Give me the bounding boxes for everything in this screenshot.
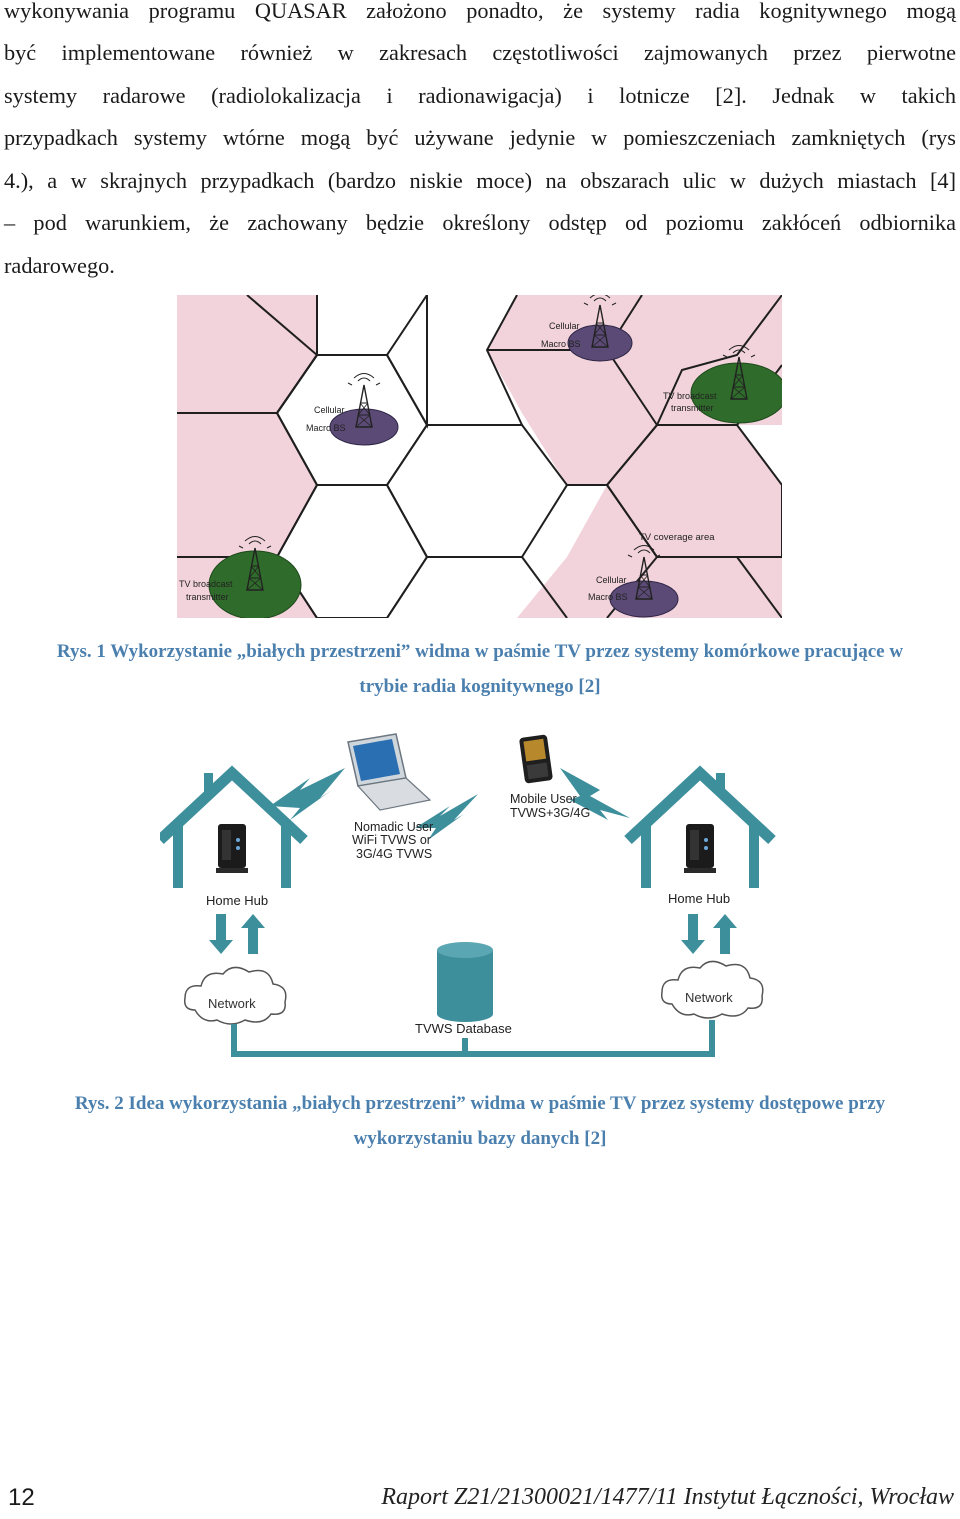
figure-1-hex-cells: Cellular Macro BS Cellular Macro BS Cell… bbox=[177, 295, 782, 618]
arrows-right bbox=[681, 914, 737, 954]
body-line: być implementowane również w zakresach c… bbox=[4, 40, 956, 65]
transmitter-label: transmitter bbox=[671, 403, 714, 413]
arrows-left bbox=[209, 914, 265, 954]
hex-grid bbox=[177, 295, 782, 618]
figure-1-caption: Rys. 1 Wykorzystanie „białych przestrzen… bbox=[56, 641, 904, 662]
cellular-label: Cellular bbox=[549, 321, 580, 331]
mobile-user-label: TVWS+3G/4G bbox=[510, 806, 590, 820]
body-line: przypadkach systemy wtórne mogą być używ… bbox=[4, 125, 956, 150]
house-right: Home Hub bbox=[624, 765, 776, 906]
tv-broadcast-label: TV broadcast bbox=[663, 391, 717, 401]
database-icon bbox=[437, 942, 493, 1022]
figure-2-caption-line2: wykorzystaniu bazy danych [2] bbox=[353, 1128, 607, 1149]
phone-icon bbox=[519, 734, 553, 784]
network-right-label: Network bbox=[685, 990, 733, 1005]
nomadic-user-label: Nomadic User bbox=[354, 820, 433, 834]
body-line: – pod warunkiem, że zachowany będzie okr… bbox=[4, 210, 956, 235]
wireless-link-icon bbox=[270, 768, 345, 820]
cell-coverage bbox=[567, 324, 633, 362]
nomadic-user-label: WiFi TVWS or bbox=[352, 833, 431, 847]
cellular-label: Cellular bbox=[314, 405, 345, 415]
figure-2-tvws-diagram: Home Hub Home Hub Nomadic User WiFi TVWS… bbox=[160, 733, 776, 1057]
page-number: 12 bbox=[8, 1484, 35, 1511]
tv-broadcast-label: TV broadcast bbox=[179, 579, 233, 589]
cellular-label: Cellular bbox=[596, 575, 627, 585]
macro-bs-label: Macro BS bbox=[306, 423, 346, 433]
home-hub-device-icon bbox=[684, 824, 716, 873]
body-line: radarowego. bbox=[4, 253, 115, 278]
mobile-user-label: Mobile User bbox=[510, 792, 577, 806]
pink-region bbox=[177, 413, 317, 557]
transmitter-label: transmitter bbox=[186, 592, 229, 602]
figure-2-caption: Rys. 2 Idea wykorzystania „białych przes… bbox=[74, 1093, 886, 1114]
home-hub-left-label: Home Hub bbox=[206, 893, 268, 908]
macro-bs-label: Macro BS bbox=[541, 339, 581, 349]
body-line: wykonywania programu QUASAR założono pon… bbox=[4, 0, 956, 23]
tvws-database-label: TVWS Database bbox=[415, 1021, 512, 1036]
tv-coverage-area-label: TV coverage area bbox=[639, 532, 715, 543]
wireless-link-icon bbox=[560, 768, 630, 820]
house-left: Home Hub bbox=[160, 765, 308, 908]
home-hub-device-icon bbox=[216, 824, 248, 873]
nomadic-user-label: 3G/4G TVWS bbox=[356, 847, 432, 861]
macro-bs-label: Macro BS bbox=[588, 592, 628, 602]
network-left-label: Network bbox=[208, 996, 256, 1011]
home-hub-right-label: Home Hub bbox=[668, 891, 730, 906]
report-footer: Raport Z21/21300021/1477/11 Instytut Łąc… bbox=[381, 1484, 954, 1510]
wireless-link-icon bbox=[415, 794, 478, 840]
network-connection-line bbox=[231, 1020, 715, 1057]
figure-1-caption-line2: trybie radia kognitywnego [2] bbox=[359, 676, 601, 697]
pink-region bbox=[517, 425, 782, 618]
body-line: systemy radarowe (radiolokalizacja i rad… bbox=[4, 83, 956, 108]
body-line: 4.), a w skrajnych przypadkach (bardzo n… bbox=[4, 168, 956, 193]
tv-coverage bbox=[690, 362, 782, 424]
laptop-icon bbox=[347, 733, 432, 811]
